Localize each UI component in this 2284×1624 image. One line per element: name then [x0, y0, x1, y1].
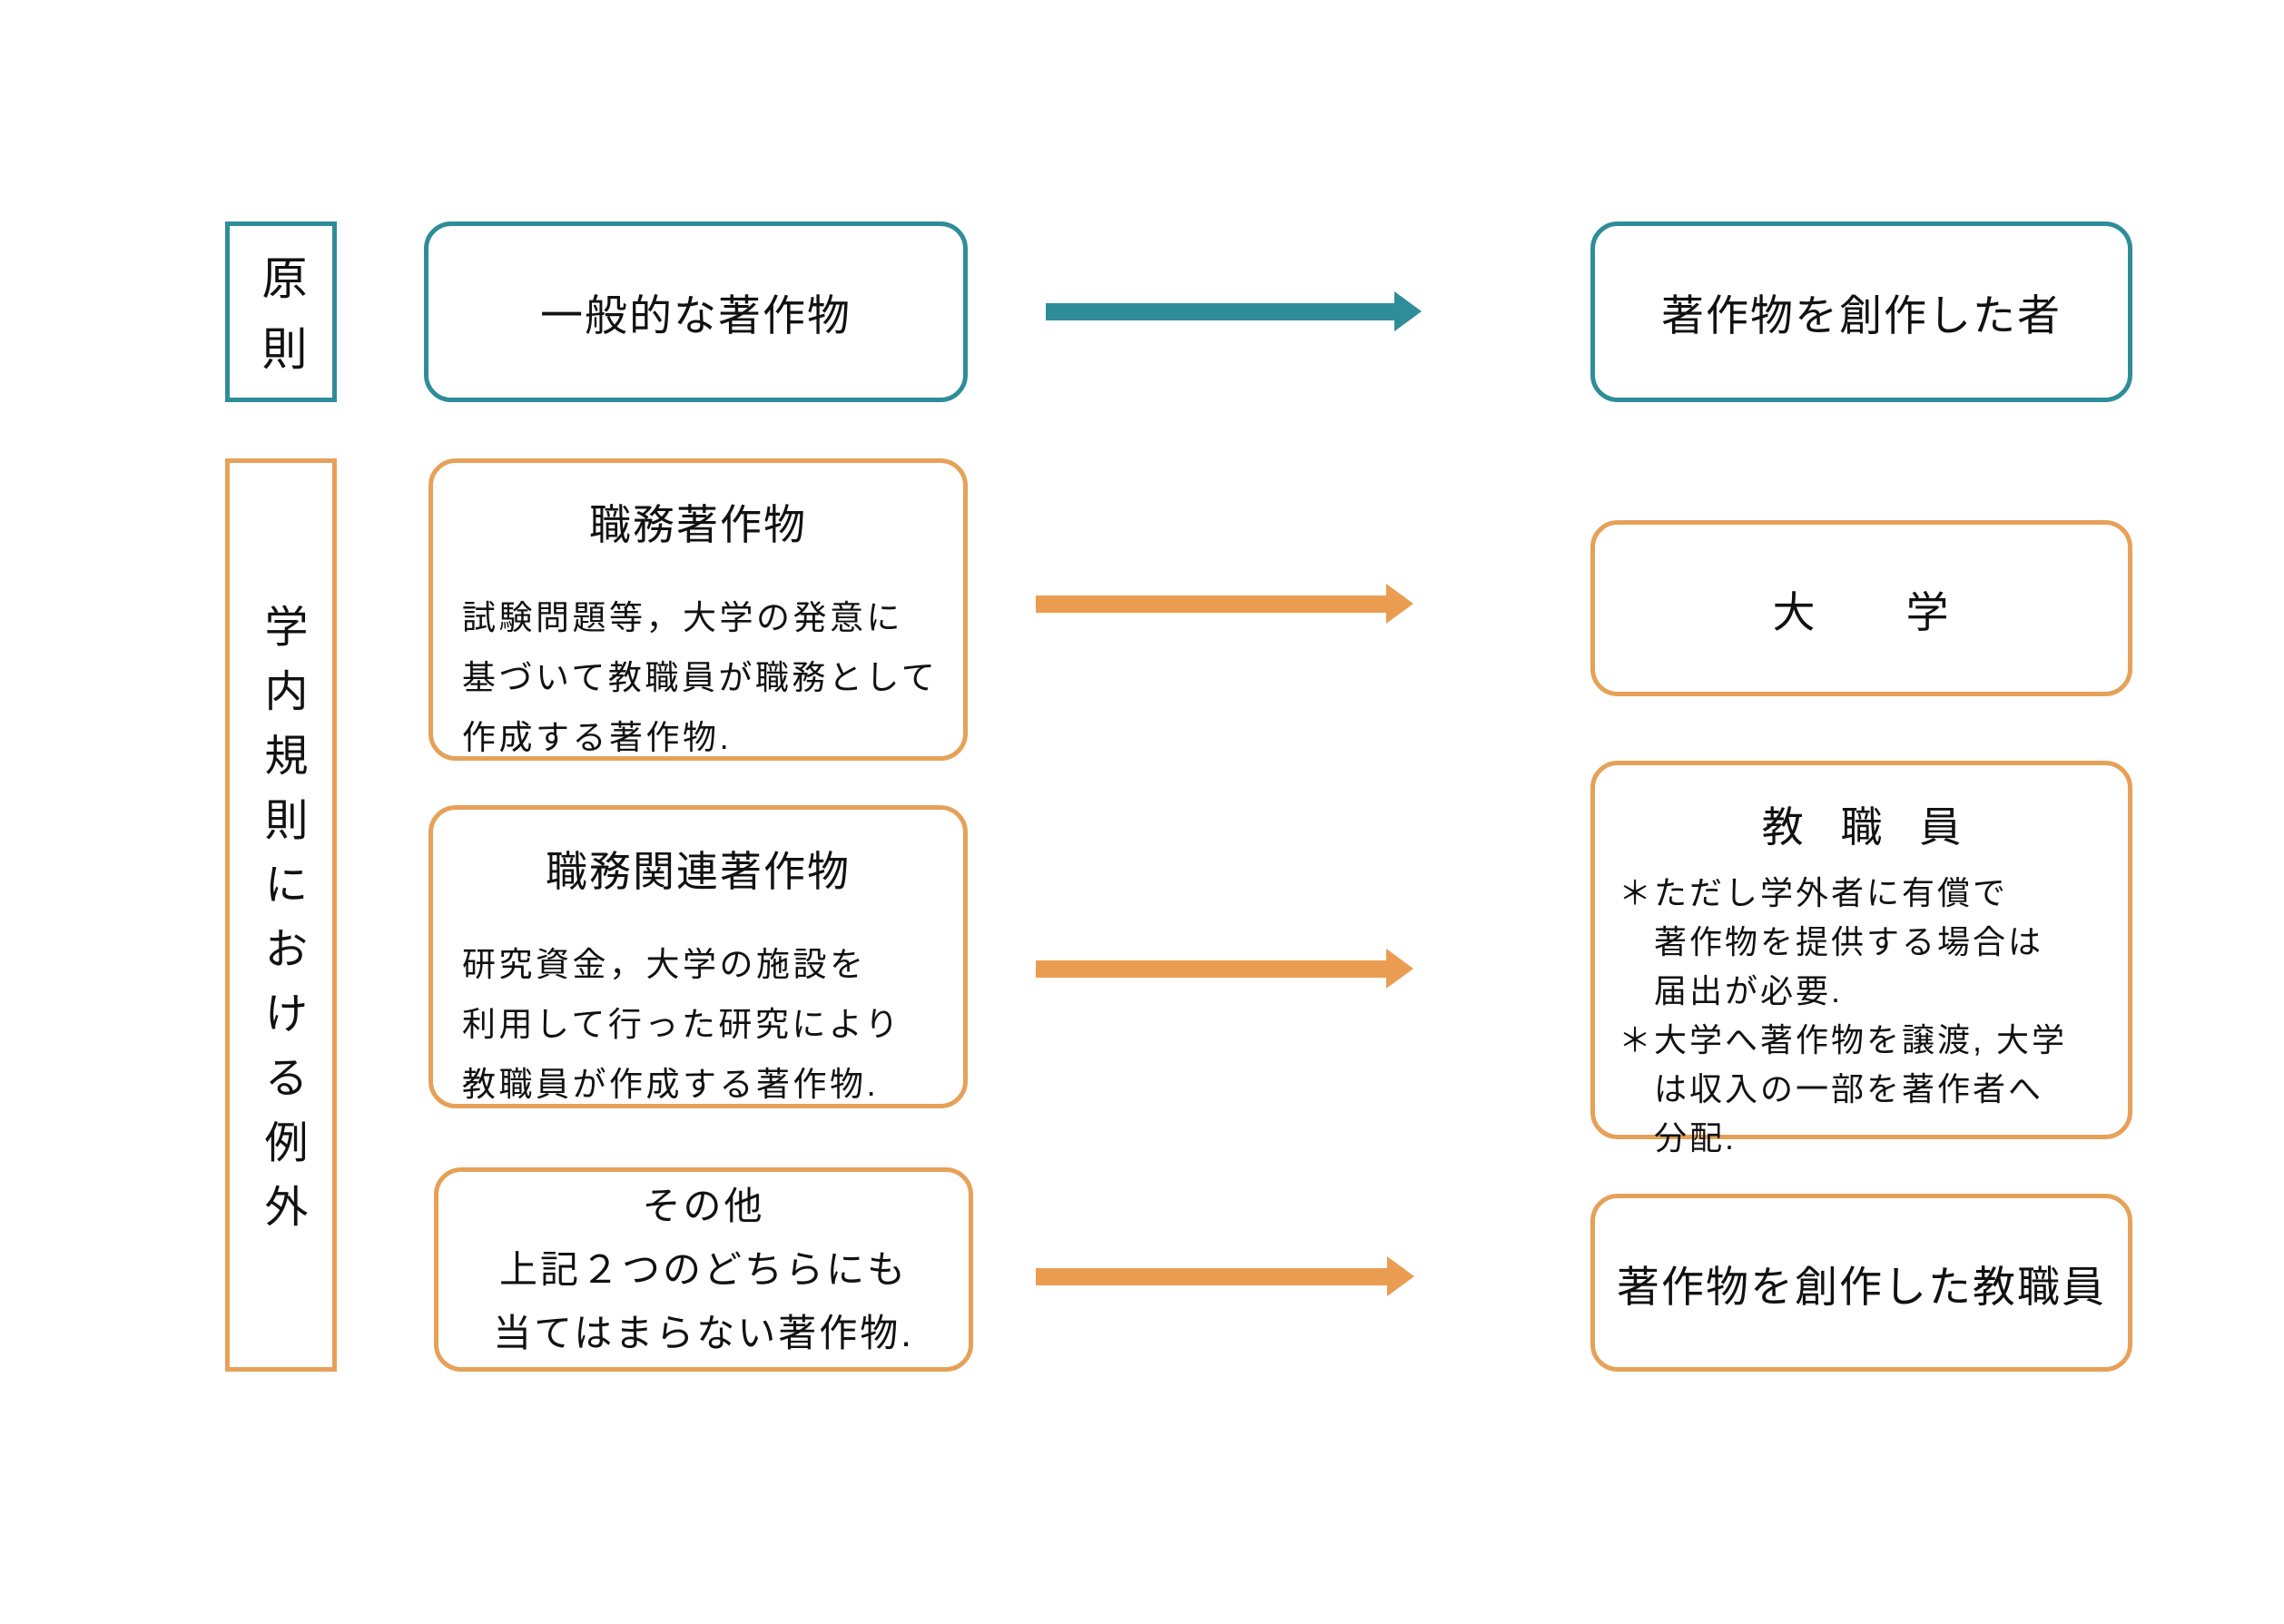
arrow-general-to-creator — [1046, 291, 1422, 331]
other-box: その他上記２つのどちらにも当てはまらない著作物. — [434, 1167, 973, 1372]
text-line: 教職員が作成する著作物. — [462, 1066, 880, 1103]
arrow-workrelated-to-staff — [1036, 949, 1413, 989]
work-for-hire-body: 試験問題等，大学の発意に基づいて教職員が職務として作成する著作物. — [433, 588, 952, 768]
text-line: その他 — [642, 1184, 765, 1227]
university-title: 大 学 — [1772, 587, 1951, 636]
staff-title: 教 職 員 — [1761, 803, 1974, 851]
arrow-shaft — [1036, 1267, 1387, 1285]
staff-box: 教 職 員 ＊ただし学外者に有償で 著作物を提供する場合は 届出が必要. ＊大学へ… — [1590, 761, 2132, 1156]
text-line: 上記２つのどちらにも — [498, 1247, 908, 1291]
arrow-workhire-to-university — [1036, 584, 1413, 624]
exception-label-box: 学内規則における例外 — [225, 458, 337, 1372]
work-related-box: 職務関連著作物 研究資金，大学の施設を利用して行った研究により教職員が作成する著… — [428, 805, 968, 1108]
other-body: その他上記２つのどちらにも当てはまらない著作物. — [438, 1172, 969, 1367]
text-line: 作成する著作物. — [462, 719, 733, 756]
creator-staff-title: 著作物を創作した教職員 — [1617, 1262, 2106, 1311]
principle-box: 原則 — [225, 221, 337, 402]
text-line: 分配. — [1619, 1119, 1738, 1156]
arrow-shaft — [1036, 595, 1386, 613]
arrow-head — [1386, 949, 1413, 989]
work-for-hire-title: 職務著作物 — [589, 501, 807, 548]
arrow-other-to-creatorstaff — [1036, 1256, 1414, 1296]
principle-label: 原則 — [255, 253, 307, 396]
work-for-hire-box: 職務著作物 試験問題等，大学の発意に基づいて教職員が職務として作成する著作物. — [428, 458, 968, 761]
general-work-title: 一般的な著作物 — [540, 291, 852, 340]
university-box: 大 学 — [1590, 520, 2132, 696]
general-work-box: 一般的な著作物 — [424, 221, 968, 402]
arrow-head — [1387, 1256, 1414, 1296]
text-line: ＊大学へ著作物を譲渡, 大学 — [1619, 1021, 2068, 1058]
text-line: ＊ただし学外者に有償で — [1619, 874, 2009, 911]
work-related-title: 職務関連著作物 — [546, 848, 851, 895]
arrow-shaft — [1036, 960, 1386, 978]
work-related-body: 研究資金，大学の施設を利用して行った研究により教職員が作成する著作物. — [433, 935, 916, 1115]
staff-notes: ＊ただし学外者に有償で 著作物を提供する場合は 届出が必要. ＊大学へ著作物を譲渡… — [1595, 869, 2076, 1163]
text-line: 基づいて教職員が職務として — [462, 659, 939, 696]
text-line: 試験問題等，大学の発意に — [462, 599, 903, 636]
text-line: は収入の一部を著作者へ — [1619, 1070, 2044, 1107]
creator-box: 著作物を創作した者 — [1590, 221, 2132, 402]
creator-title: 著作物を創作した者 — [1661, 291, 2062, 340]
text-line: 著作物を提供する場合は — [1619, 923, 2044, 960]
text-line: 利用して行った研究により — [462, 1006, 902, 1043]
arrow-shaft — [1046, 302, 1394, 320]
creator-staff-box: 著作物を創作した教職員 — [1590, 1194, 2132, 1372]
text-line: 届出が必要. — [1619, 972, 1844, 1009]
text-line: 研究資金，大学の施設を — [462, 946, 867, 983]
arrow-head — [1394, 291, 1422, 331]
exception-label: 学内規則における例外 — [257, 603, 306, 1248]
text-line: 当てはまらない著作物. — [493, 1311, 914, 1354]
arrow-head — [1386, 584, 1413, 624]
